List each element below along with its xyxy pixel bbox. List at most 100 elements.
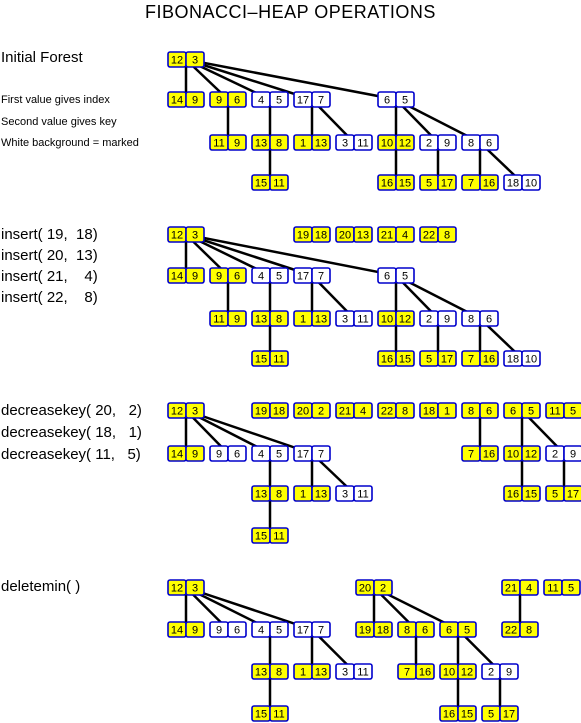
node-key-cell bbox=[311, 310, 331, 327]
node-index-text: 16 bbox=[507, 489, 519, 501]
node-key-text: 17 bbox=[567, 489, 579, 501]
heap-node-14: 14 9 bbox=[167, 91, 205, 108]
node-key-text: 11 bbox=[273, 354, 284, 366]
node-key-cell bbox=[269, 705, 289, 722]
node-key-cell bbox=[269, 485, 289, 502]
node-index-text: 13 bbox=[255, 138, 267, 150]
op-decreasekey-11: decreasekey( 11, 5) bbox=[1, 446, 141, 463]
node-key-cell bbox=[415, 663, 435, 680]
node-key-cell bbox=[269, 174, 289, 191]
tree-edge bbox=[185, 233, 397, 277]
node-key-text: 9 bbox=[192, 95, 198, 107]
node-key-cell bbox=[227, 621, 247, 638]
node-index-text: 5 bbox=[426, 178, 432, 190]
node-key-text: 12 bbox=[399, 314, 411, 326]
node-key-text: 6 bbox=[486, 314, 492, 326]
op-decreasekey-18: decreasekey( 18, 1) bbox=[1, 424, 142, 441]
node-index-text: 11 bbox=[547, 583, 558, 595]
node-key-cell bbox=[269, 91, 289, 108]
node-index-text: 4 bbox=[258, 625, 264, 637]
node-index-text: 9 bbox=[216, 449, 222, 461]
node-index-text: 15 bbox=[255, 178, 267, 190]
node-key-cell bbox=[521, 350, 541, 367]
node-key-cell bbox=[227, 445, 247, 462]
node-index-text: 17 bbox=[297, 625, 309, 637]
node-key-cell bbox=[311, 621, 331, 638]
node-key-cell bbox=[353, 134, 373, 151]
node-key-cell bbox=[521, 174, 541, 191]
node-key-text: 15 bbox=[461, 709, 473, 721]
node-key-text: 17 bbox=[503, 709, 515, 721]
node-key-cell bbox=[185, 445, 205, 462]
node-key-text: 6 bbox=[234, 625, 240, 637]
node-index-text: 20 bbox=[359, 583, 371, 595]
node-key-text: 9 bbox=[570, 449, 576, 461]
tree-edge bbox=[185, 233, 313, 277]
node-key-text: 8 bbox=[402, 406, 408, 418]
node-key-text: 17 bbox=[441, 178, 453, 190]
node-key-text: 5 bbox=[570, 406, 576, 418]
op-decreasekey-20: decreasekey( 20, 2) bbox=[1, 402, 142, 419]
node-key-cell bbox=[395, 402, 415, 419]
node-key-text: 2 bbox=[380, 583, 386, 595]
node-index-text: 7 bbox=[468, 178, 474, 190]
node-index-text: 11 bbox=[213, 314, 224, 326]
node-index-text: 15 bbox=[255, 354, 267, 366]
node-key-cell bbox=[521, 445, 541, 462]
node-key-text: 6 bbox=[234, 95, 240, 107]
node-key-cell bbox=[311, 445, 331, 462]
node-index-text: 17 bbox=[297, 449, 309, 461]
node-key-text: 12 bbox=[525, 449, 537, 461]
node-key-cell bbox=[563, 402, 581, 419]
heap-node-20: 20 2 bbox=[355, 579, 393, 596]
node-key-cell bbox=[499, 705, 519, 722]
node-key-cell bbox=[185, 267, 205, 284]
node-index-text: 15 bbox=[255, 531, 267, 543]
node-index-text: 18 bbox=[507, 178, 519, 190]
node-index-text: 6 bbox=[384, 271, 390, 283]
node-index-text: 3 bbox=[342, 489, 348, 501]
op-insert-20: insert( 20, 13) bbox=[1, 247, 98, 264]
node-index-text: 14 bbox=[171, 95, 183, 107]
node-key-cell bbox=[227, 91, 247, 108]
node-key-cell bbox=[311, 134, 331, 151]
node-key-cell bbox=[395, 350, 415, 367]
node-key-text: 11 bbox=[273, 531, 284, 543]
node-index-text: 6 bbox=[510, 406, 516, 418]
node-index-text: 19 bbox=[359, 625, 371, 637]
node-index-text: 7 bbox=[468, 354, 474, 366]
op-insert-19: insert( 19, 18) bbox=[1, 226, 98, 243]
node-key-cell bbox=[269, 663, 289, 680]
op-insert-21: insert( 21, 4) bbox=[1, 268, 98, 285]
node-key-cell bbox=[311, 91, 331, 108]
node-key-text: 6 bbox=[234, 271, 240, 283]
node-key-cell bbox=[395, 267, 415, 284]
